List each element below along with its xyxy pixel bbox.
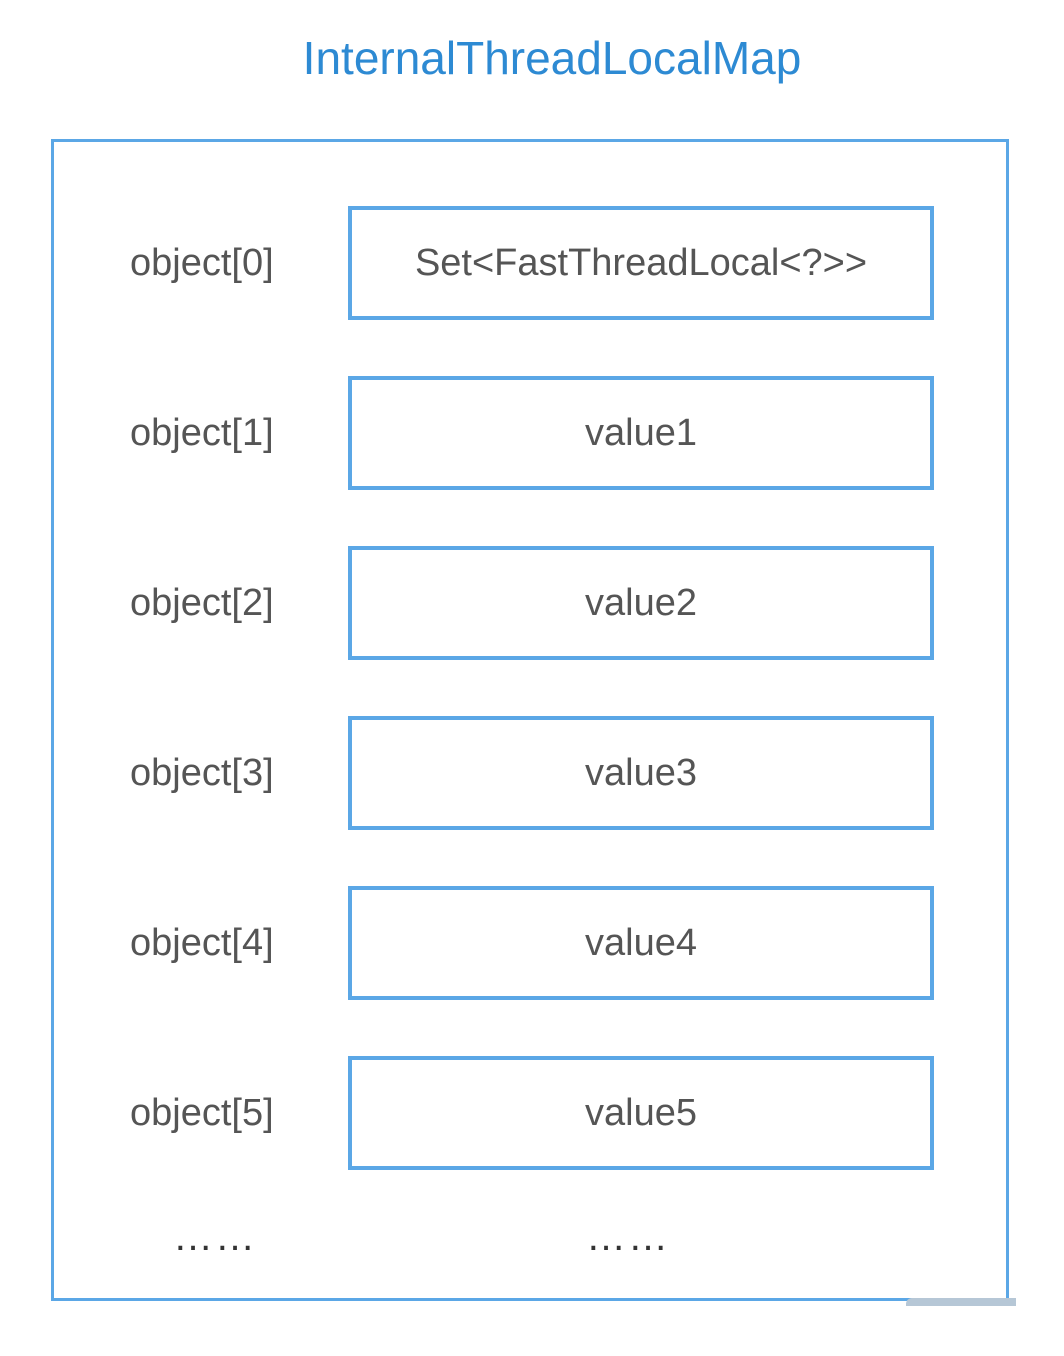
index-ellipsis: ……: [173, 1215, 257, 1259]
row-index-3: object[3]: [130, 752, 274, 794]
row-value-3: value3: [348, 716, 934, 830]
row-index-0: object[0]: [130, 242, 274, 284]
row-value-4: value4: [348, 886, 934, 1000]
row-index-1: object[1]: [130, 412, 274, 454]
row-index-2: object[2]: [130, 582, 274, 624]
row-index-5: object[5]: [130, 1092, 274, 1134]
row-index-4: object[4]: [130, 922, 274, 964]
value-ellipsis: ……: [586, 1215, 670, 1259]
row-value-0: Set<FastThreadLocal<?>>: [348, 206, 934, 320]
row-value-2: value2: [348, 546, 934, 660]
row-value-1: value1: [348, 376, 934, 490]
corner-shadow-mark: [906, 1298, 1016, 1306]
map-container: [51, 139, 1009, 1301]
diagram-title: InternalThreadLocalMap: [302, 32, 802, 84]
row-value-5: value5: [348, 1056, 934, 1170]
